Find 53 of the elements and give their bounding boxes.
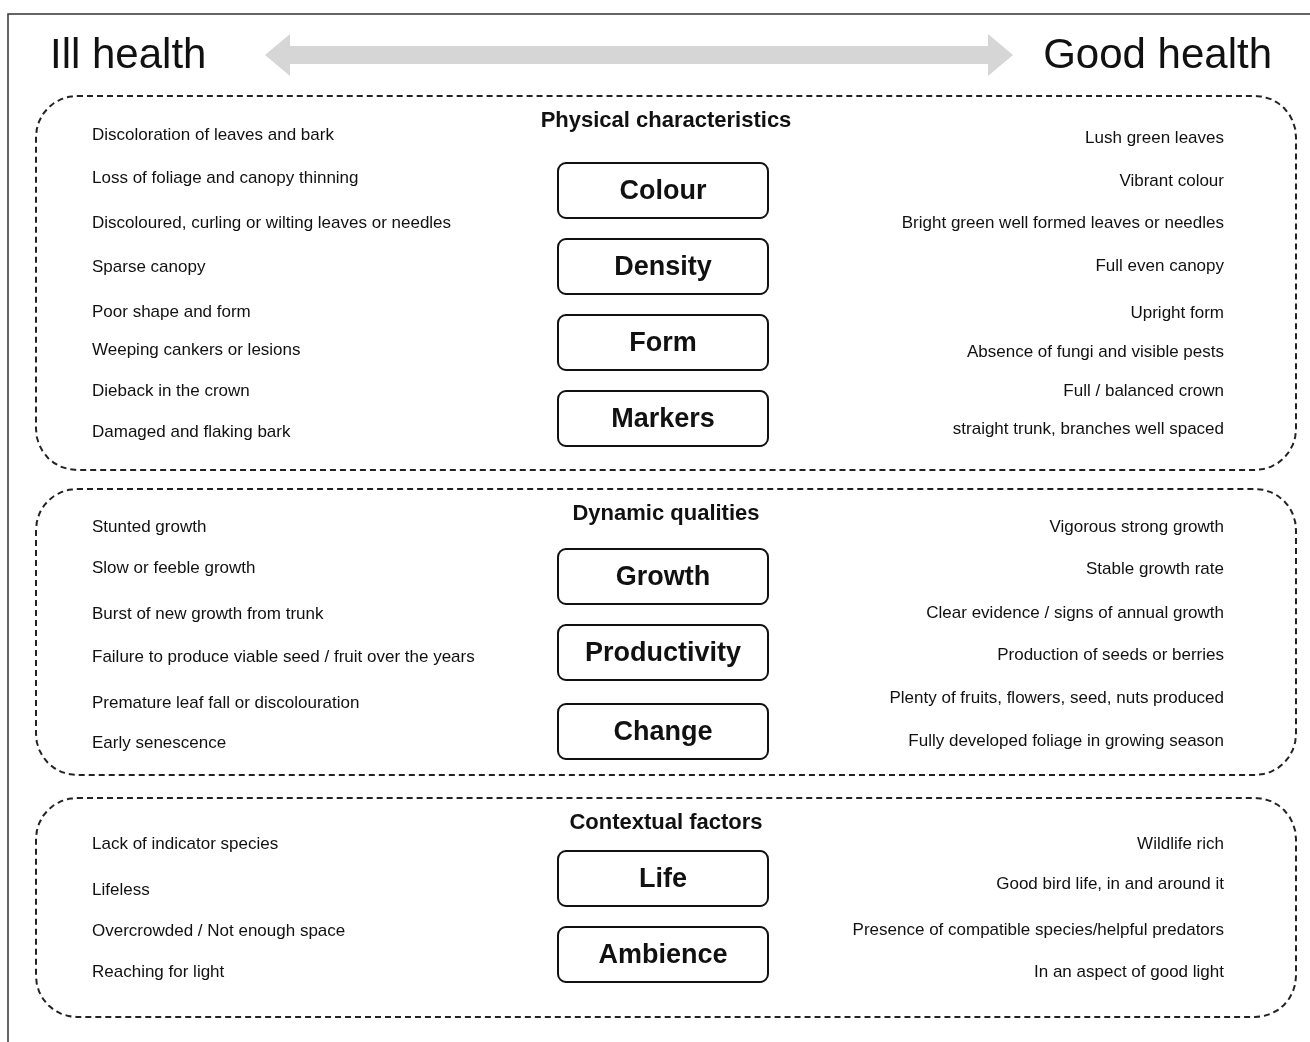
healthy-sign-text: Plenty of fruits, flowers, seed, nuts produced (889, 687, 1224, 709)
category-box: Ambience (557, 926, 769, 983)
symptom-text: Damaged and flaking bark (92, 421, 291, 443)
dashed-group-frame (35, 488, 1297, 776)
symptom-text: Lifeless (92, 879, 150, 901)
symptom-text: Weeping cankers or lesions (92, 339, 301, 361)
scale-end-label: Ill health (50, 29, 207, 79)
healthy-sign-text: Good bird life, in and around it (996, 873, 1224, 895)
category-box: Density (557, 238, 769, 295)
dashed-group-frame (35, 95, 1297, 471)
symptom-text: Dieback in the crown (92, 380, 250, 402)
healthy-sign-text: Production of seeds or berries (997, 644, 1224, 666)
healthy-sign-text: Upright form (1130, 302, 1224, 324)
symptom-text: Poor shape and form (92, 301, 251, 323)
healthy-sign-text: Presence of compatible species/helpful predators (852, 919, 1224, 941)
symptom-text: Early senescence (92, 732, 227, 754)
symptom-text: Sparse canopy (92, 256, 206, 278)
category-box: Growth (557, 548, 769, 605)
group-heading: Contextual factors (569, 809, 763, 835)
symptom-text: Stunted growth (92, 516, 207, 538)
category-box: Productivity (557, 624, 769, 681)
healthy-sign-text: Clear evidence / signs of annual growth (926, 602, 1224, 624)
healthy-sign-text: Wildlife rich (1137, 833, 1224, 855)
symptom-text: Slow or feeble growth (92, 557, 256, 579)
healthy-sign-text: Absence of fungi and visible pests (966, 341, 1224, 363)
group-heading: Dynamic qualities (572, 500, 760, 526)
symptom-text: Lack of indicator species (92, 833, 279, 855)
symptom-text: Failure to produce viable seed / fruit over the years (92, 646, 475, 668)
symptom-text: Discoloration of leaves and bark (92, 124, 334, 146)
healthy-sign-text: Vigorous strong growth (1049, 516, 1224, 538)
group-heading: Physical characteristics (540, 107, 792, 133)
symptom-text: Reaching for light (92, 961, 225, 983)
symptom-text: Premature leaf fall or discolouration (92, 692, 360, 714)
category-box: Markers (557, 390, 769, 447)
category-box: Colour (557, 162, 769, 219)
symptom-text: Overcrowded / Not enough space (92, 920, 346, 942)
dashed-group-frame (35, 797, 1297, 1018)
healthy-sign-text: Full even canopy (1095, 255, 1224, 277)
scale-end-label: Good health (1043, 29, 1272, 79)
category-box: Change (557, 703, 769, 760)
healthy-sign-text: Lush green leaves (1085, 127, 1224, 149)
healthy-sign-text: straight trunk, branches well spaced (952, 418, 1224, 440)
healthy-sign-text: In an aspect of good light (1034, 961, 1224, 983)
healthy-sign-text: Vibrant colour (1119, 170, 1224, 192)
symptom-text: Discoloured, curling or wilting leaves or needles (92, 212, 452, 234)
healthy-sign-text: Full / balanced crown (1063, 380, 1224, 402)
healthy-sign-text: Stable growth rate (1086, 558, 1224, 580)
symptom-text: Burst of new growth from trunk (92, 603, 324, 625)
symptom-text: Loss of foliage and canopy thinning (92, 167, 359, 189)
healthy-sign-text: Bright green well formed leaves or needles (901, 212, 1224, 234)
category-box: Form (557, 314, 769, 371)
category-box: Life (557, 850, 769, 907)
healthy-sign-text: Fully developed foliage in growing season (908, 730, 1224, 752)
